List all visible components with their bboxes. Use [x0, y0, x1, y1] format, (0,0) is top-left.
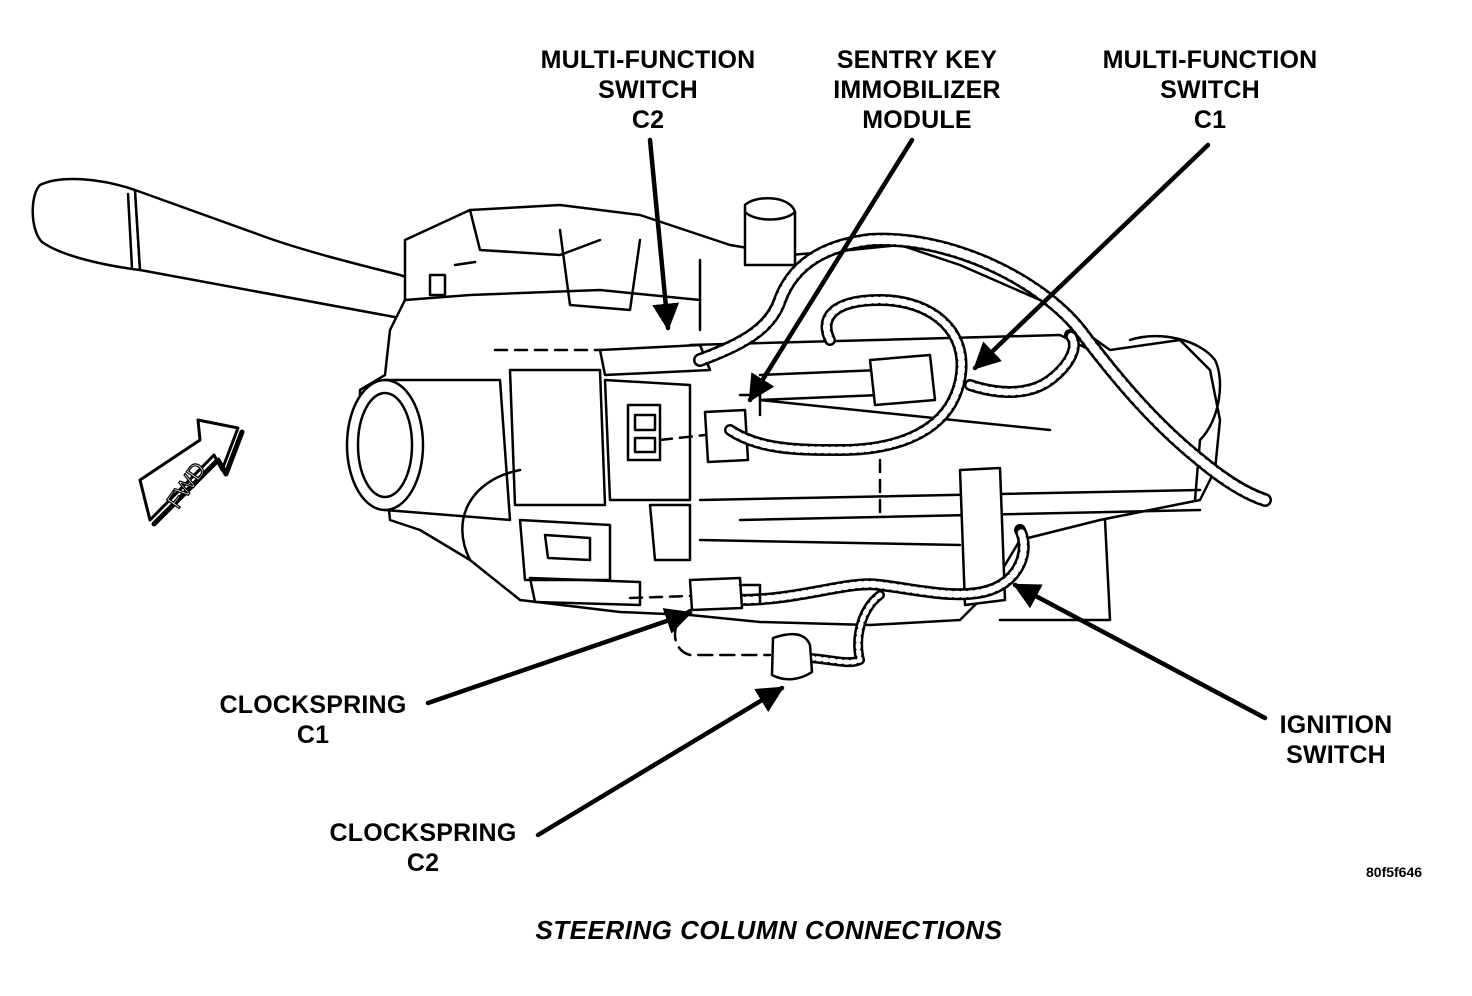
- label-sentry-key-immobilizer-module: SENTRY KEY IMMOBILIZER MODULE: [808, 45, 1026, 135]
- label-line: C1: [1193, 106, 1227, 134]
- label-line: SWITCH: [1286, 741, 1386, 769]
- label-clockspring-c2: CLOCKSPRING C2: [310, 818, 536, 878]
- label-line: MULTI-FUNCTION: [540, 46, 756, 74]
- label-line: C1: [296, 721, 330, 749]
- wire-harness: [693, 232, 1272, 668]
- mating-guides: [493, 348, 882, 600]
- figure-id: 80f5f646: [1366, 864, 1423, 880]
- lock-cylinder: [345, 378, 512, 522]
- leader-mfs-c2: [647, 137, 680, 331]
- leader-clockspring-c2: [535, 685, 785, 838]
- label-multifunction-switch-c2: MULTI-FUNCTION SWITCH C2: [520, 45, 776, 135]
- leader-ignition: [1012, 582, 1268, 721]
- label-line: C2: [406, 849, 440, 877]
- label-clockspring-c1: CLOCKSPRING C1: [200, 690, 426, 750]
- leader-skim: [747, 137, 915, 403]
- label-line: C2: [631, 106, 665, 134]
- label-multifunction-switch-c1: MULTI-FUNCTION SWITCH C1: [1082, 45, 1338, 135]
- label-line: IGNITION: [1279, 711, 1393, 739]
- multifunction-lever: [31, 177, 420, 320]
- label-line: SWITCH: [598, 76, 698, 104]
- leader-mfs-c1: [972, 142, 1211, 371]
- center-modules: [508, 343, 762, 607]
- leader-clockspring-c1: [425, 608, 693, 706]
- leader-arrows: [425, 137, 1268, 838]
- figure-caption: STEERING COLUMN CONNECTIONS: [535, 915, 1003, 945]
- fwd-arrow-shape: [138, 418, 245, 527]
- column-rails: [688, 333, 1222, 622]
- label-line: IMMOBILIZER: [833, 76, 1001, 104]
- switch-housing: [358, 196, 1222, 627]
- label-line: CLOCKSPRING: [329, 819, 517, 847]
- label-line: SWITCH: [1160, 76, 1260, 104]
- label-line: SENTRY KEY: [836, 46, 998, 74]
- label-line: CLOCKSPRING: [219, 691, 407, 719]
- label-line: MULTI-FUNCTION: [1102, 46, 1318, 74]
- label-ignition-switch: IGNITION SWITCH: [1262, 710, 1410, 770]
- label-line: MODULE: [862, 106, 972, 134]
